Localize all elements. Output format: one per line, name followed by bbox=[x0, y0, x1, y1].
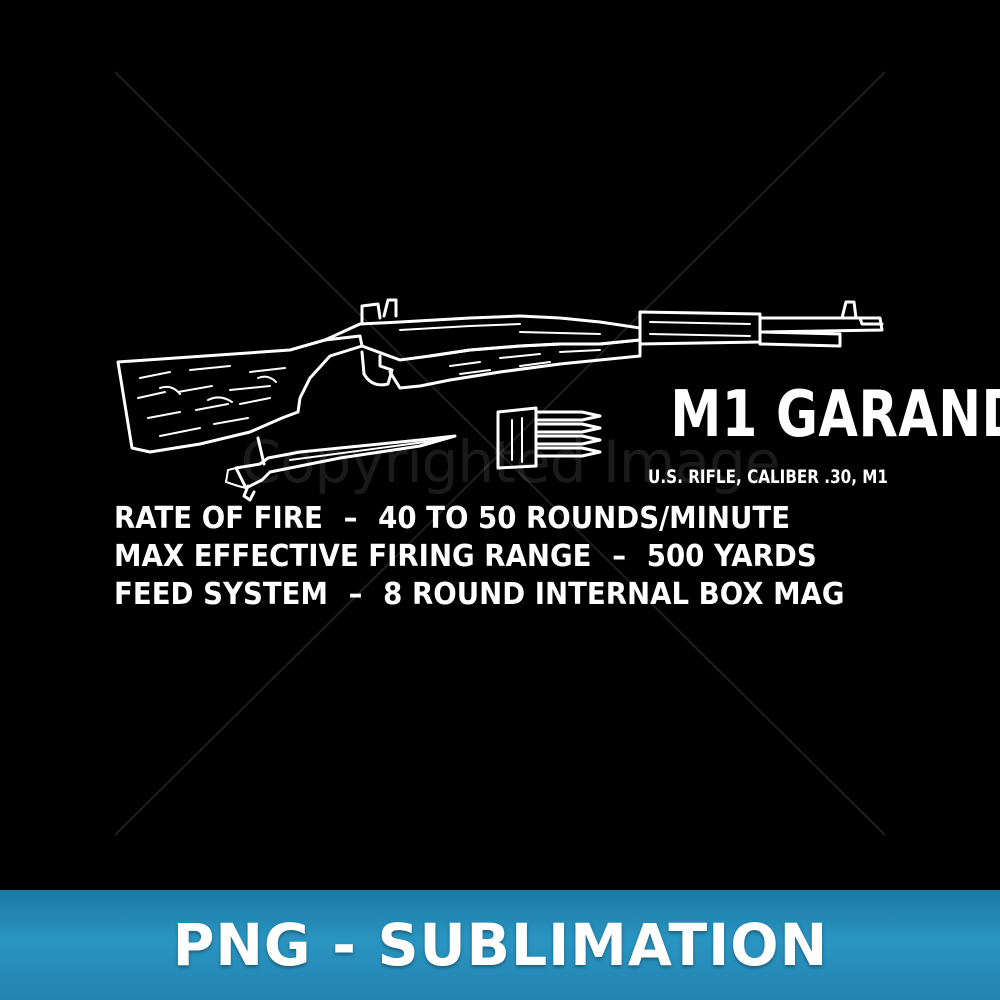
spec-value: 40 TO 50 ROUNDS/MINUTE bbox=[378, 501, 791, 536]
spec-separator: – bbox=[343, 501, 358, 536]
spec-effective-range: MAX EFFECTIVE FIRING RANGE–500 YARDS bbox=[114, 538, 942, 576]
spec-separator: – bbox=[612, 539, 627, 574]
page-title: M1 GARAND bbox=[670, 378, 1000, 452]
watermark-text: Copyrighted Image bbox=[240, 428, 781, 496]
subtitle: U.S. RIFLE, CALIBER .30, M1 bbox=[648, 466, 888, 488]
rifle-illustration bbox=[116, 298, 884, 454]
banner-text: PNG - SUBLIMATION bbox=[172, 911, 828, 979]
bottom-banner: PNG - SUBLIMATION bbox=[0, 890, 1000, 1000]
spec-value: 8 ROUND INTERNAL BOX MAG bbox=[383, 577, 845, 612]
ammo-clip-illustration bbox=[496, 406, 602, 470]
spec-rate-of-fire: RATE OF FIRE–40 TO 50 ROUNDS/MINUTE bbox=[114, 500, 942, 538]
spec-separator: – bbox=[348, 577, 363, 612]
watermark-cross bbox=[114, 71, 886, 836]
spec-list: RATE OF FIRE–40 TO 50 ROUNDS/MINUTE MAX … bbox=[114, 500, 1000, 614]
spec-label: FEED SYSTEM bbox=[114, 577, 328, 612]
spec-feed-system: FEED SYSTEM–8 ROUND INTERNAL BOX MAG bbox=[114, 576, 942, 614]
artwork-canvas bbox=[114, 71, 886, 836]
spec-label: RATE OF FIRE bbox=[114, 501, 323, 536]
spec-value: 500 YARDS bbox=[646, 539, 817, 574]
bayonet-illustration bbox=[224, 434, 457, 502]
spec-label: MAX EFFECTIVE FIRING RANGE bbox=[114, 539, 592, 574]
